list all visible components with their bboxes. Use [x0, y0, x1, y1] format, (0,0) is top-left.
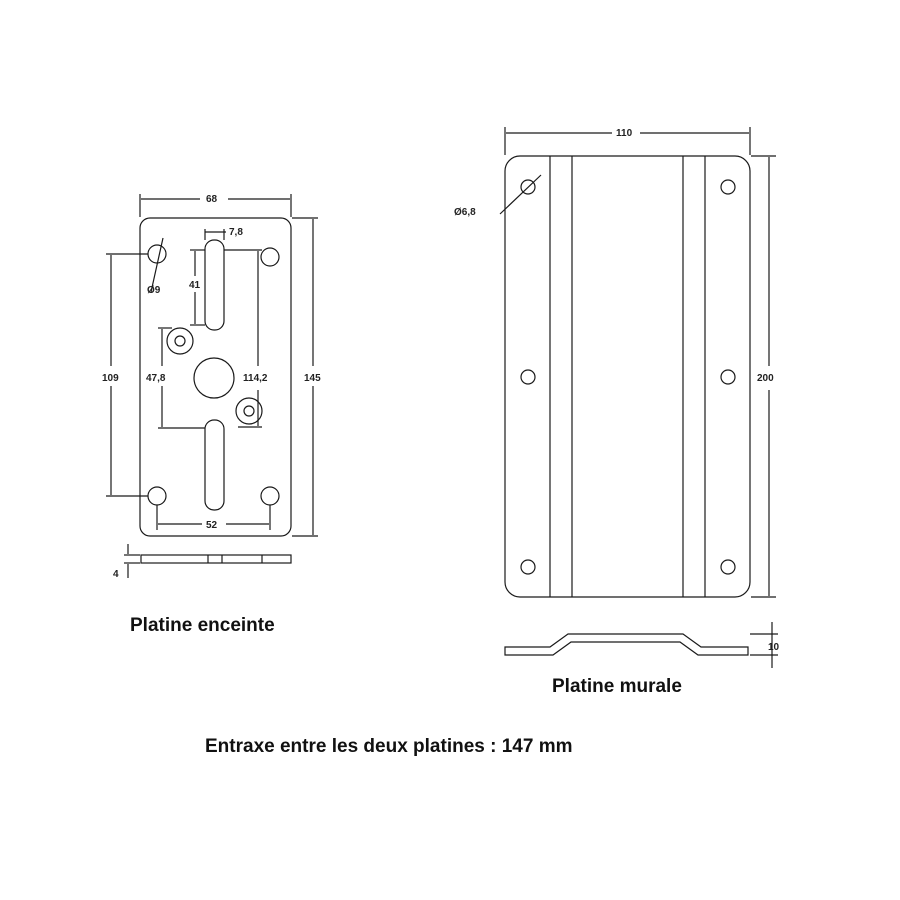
label-enceinte-slot-length: 41	[189, 280, 201, 291]
label-enceinte-hole-spacing-h: 52	[206, 520, 218, 531]
enceinte-countersunk-hole-right	[235, 397, 263, 425]
label-murale-hole-diameter: Ø6,8	[454, 207, 476, 218]
dim-enceinte-width	[139, 194, 292, 217]
murale-hole-middle-left	[520, 369, 536, 385]
dim-murale-width	[504, 127, 751, 155]
murale-hole-middle-right	[720, 369, 736, 385]
label-enceinte-center-spacing: 47,8	[146, 373, 166, 384]
label-enceinte-thickness: 4	[113, 569, 119, 580]
enceinte-hole-bottom-left	[147, 486, 167, 506]
label-enceinte-height: 145	[304, 373, 321, 384]
dim-murale-height	[751, 155, 776, 598]
enceinte-hole-leader	[150, 237, 164, 293]
enceinte-plate	[106, 194, 318, 578]
murale-outline	[504, 155, 751, 598]
enceinte-outline	[139, 217, 292, 537]
enceinte-side-view	[124, 544, 292, 578]
label-murale-depth: 10	[768, 642, 780, 653]
dim-enceinte-hole-spacing-h	[156, 505, 271, 530]
label-enceinte-width: 68	[206, 194, 218, 205]
dim-enceinte-diagonal	[224, 249, 262, 428]
murale-hole-leader	[499, 174, 542, 215]
murale-hole-bottom-left	[520, 559, 536, 575]
dim-enceinte-height	[292, 217, 318, 537]
murale-hole-top-right	[720, 179, 736, 195]
caption-platine-enceinte: Platine enceinte	[130, 615, 275, 636]
murale-hole-top-left	[520, 179, 536, 195]
enceinte-bottom-slot	[204, 419, 225, 511]
murale-plate	[499, 127, 778, 668]
caption-platine-murale: Platine murale	[552, 676, 682, 697]
enceinte-countersunk-inner-right	[243, 405, 255, 417]
dim-enceinte-slot-width	[204, 229, 226, 240]
enceinte-hole-top-left	[147, 244, 167, 264]
murale-side-profile	[504, 622, 778, 668]
enceinte-hole-top-right	[260, 247, 280, 267]
label-enceinte-hole-diameter: Ø9	[147, 285, 161, 296]
enceinte-hole-bottom-right	[260, 486, 280, 506]
label-murale-width: 110	[616, 128, 633, 139]
label-murale-height: 200	[757, 373, 774, 384]
enceinte-countersunk-inner-left	[174, 335, 186, 347]
label-enceinte-diagonal: 114,2	[243, 373, 268, 384]
murale-hole-bottom-right	[720, 559, 736, 575]
enceinte-countersunk-hole-left	[166, 327, 194, 355]
label-enceinte-hole-spacing: 109	[102, 373, 119, 384]
dim-enceinte-center-spacing	[158, 327, 205, 429]
caption-entraxe: Entraxe entre les deux platines : 147 mm	[205, 736, 573, 757]
enceinte-center-hole	[193, 357, 235, 399]
label-enceinte-slot-width: 7,8	[229, 227, 243, 238]
dim-enceinte-slot-length	[190, 249, 205, 326]
enceinte-top-slot	[204, 239, 225, 331]
dim-enceinte-hole-spacing	[106, 253, 148, 497]
